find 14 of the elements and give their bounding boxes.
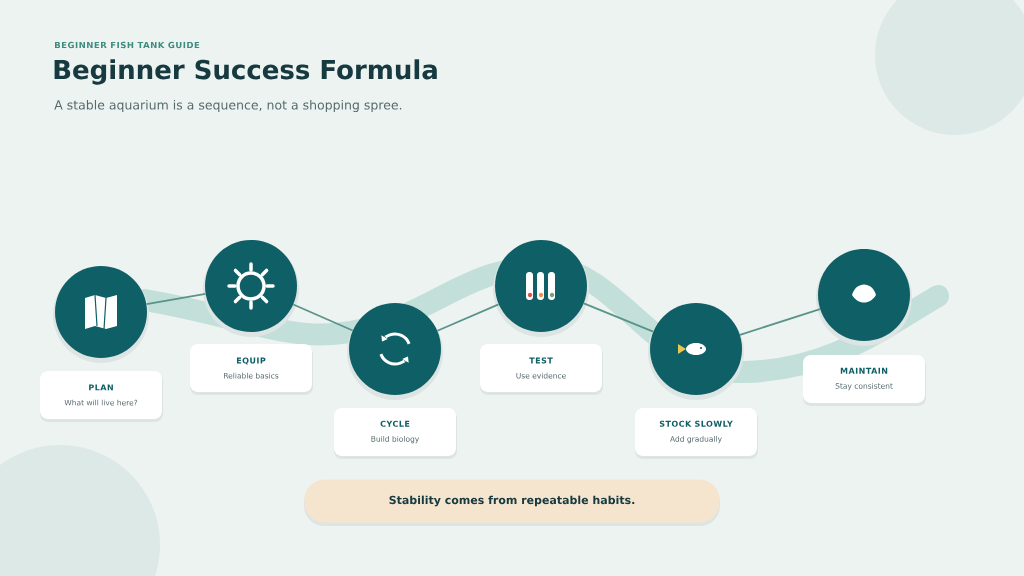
connector-line bbox=[739, 308, 821, 336]
step-circle bbox=[347, 303, 443, 400]
eyebrow-text: BEGINNER FISH TANK GUIDE bbox=[55, 41, 200, 49]
title: Beginner Success Formula bbox=[54, 59, 437, 85]
step-circle bbox=[816, 249, 912, 346]
step-circle bbox=[648, 303, 744, 400]
connector-line bbox=[145, 293, 207, 305]
step-circle bbox=[203, 240, 299, 337]
step-circle bbox=[493, 240, 589, 337]
connector-line bbox=[436, 303, 500, 332]
connector-line bbox=[582, 302, 655, 333]
connector-line bbox=[292, 303, 354, 332]
summary-banner: Stability comes from repeatable habits. bbox=[304, 479, 720, 526]
subtitle: A stable aquarium is a sequence, not a shopping spree. bbox=[54, 99, 402, 113]
